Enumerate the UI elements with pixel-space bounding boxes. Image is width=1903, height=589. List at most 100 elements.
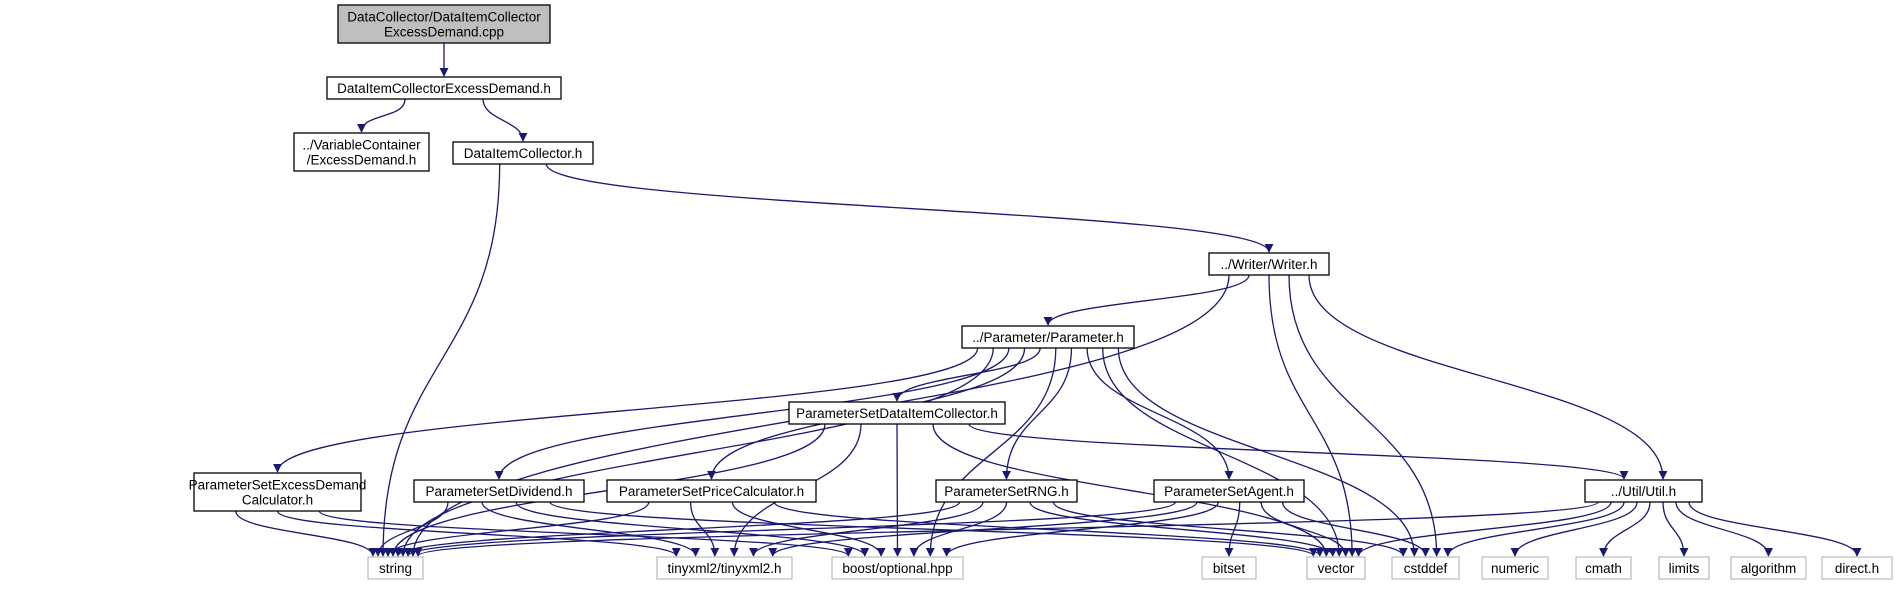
edge-psagent-to-cstddef bbox=[1281, 501, 1430, 557]
edge-param-to-vector bbox=[1102, 347, 1344, 557]
node-box bbox=[1584, 479, 1703, 503]
edge-writer-to-vector bbox=[1268, 274, 1357, 557]
edge-param-to-psdic bbox=[892, 347, 1041, 402]
node-tinyxml[interactable]: tinyxml2/tinyxml2.h bbox=[656, 556, 793, 580]
node-dice-h[interactable]: DataItemCollectorExcessDemand.h bbox=[326, 76, 562, 100]
node-box bbox=[656, 556, 793, 580]
edge-psagent-to-string bbox=[403, 501, 1177, 557]
node-util[interactable]: ../Util/Util.h bbox=[1584, 479, 1703, 503]
node-label: DataItemCollectorExcessDemand.h bbox=[337, 81, 551, 96]
node-bitset[interactable]: bitset bbox=[1201, 556, 1257, 580]
edge-writer-to-util bbox=[1308, 274, 1668, 480]
node-label: ../Writer/Writer.h bbox=[1220, 257, 1317, 272]
edge-psrng-to-vector bbox=[1029, 501, 1338, 557]
node-cmath[interactable]: cmath bbox=[1575, 556, 1632, 580]
node-limits[interactable]: limits bbox=[1658, 556, 1710, 580]
node-pspc[interactable]: ParameterSetPriceCalculator.h bbox=[606, 479, 817, 503]
node-box bbox=[1481, 556, 1549, 580]
edge-psdiv-to-string bbox=[373, 501, 449, 557]
node-box bbox=[367, 556, 424, 580]
edge-psrng-to-tinyxml bbox=[748, 501, 984, 557]
node-box bbox=[193, 472, 362, 512]
edge-psrng-to-string bbox=[393, 501, 961, 557]
edge-util-to-direct bbox=[1688, 501, 1862, 557]
node-cstddef[interactable]: cstddef bbox=[1391, 556, 1460, 580]
edge-psdic-to-util bbox=[968, 423, 1629, 480]
node-direct[interactable]: direct.h bbox=[1821, 556, 1893, 580]
edge-psdiv-to-vector bbox=[549, 501, 1318, 557]
node-box bbox=[1730, 556, 1807, 580]
node-vector[interactable]: vector bbox=[1306, 556, 1366, 580]
edge-psed-to-optional bbox=[318, 510, 853, 557]
edge-dice-h-to-vc-ed bbox=[357, 98, 406, 133]
node-box bbox=[1306, 556, 1366, 580]
node-psdiv[interactable]: ParameterSetDividend.h bbox=[413, 479, 585, 503]
node-label: algorithm bbox=[1741, 561, 1797, 576]
node-box bbox=[452, 141, 594, 165]
node-string[interactable]: string bbox=[367, 556, 424, 580]
node-root[interactable]: DataCollector/DataItemCollectorExcessDem… bbox=[337, 4, 551, 44]
node-label: ../Parameter/Parameter.h bbox=[972, 330, 1124, 345]
edges-layer bbox=[235, 43, 1862, 557]
node-label: ParameterSetDividend.h bbox=[425, 484, 572, 499]
node-label: ParameterSetExcessDemand bbox=[189, 478, 367, 493]
node-box bbox=[1201, 556, 1257, 580]
edge-psagent-to-tinyxml bbox=[768, 501, 1198, 557]
node-psagent[interactable]: ParameterSetAgent.h bbox=[1153, 479, 1305, 503]
node-label: vector bbox=[1318, 561, 1355, 576]
node-optional[interactable]: boost/optional.hpp bbox=[831, 556, 964, 580]
edge-dic-h-to-string bbox=[378, 163, 501, 557]
node-label: Calculator.h bbox=[242, 493, 313, 508]
node-box bbox=[1658, 556, 1710, 580]
node-psrng[interactable]: ParameterSetRNG.h bbox=[935, 479, 1078, 503]
node-label: bitset bbox=[1213, 561, 1246, 576]
edge-util-to-numeric bbox=[1510, 501, 1638, 557]
node-label: DataCollector/DataItemCollector bbox=[347, 10, 541, 25]
node-algorithm[interactable]: algorithm bbox=[1730, 556, 1807, 580]
edge-psagent-to-optional bbox=[942, 501, 1219, 557]
node-box bbox=[831, 556, 964, 580]
edge-psdic-to-optional bbox=[892, 423, 902, 557]
node-box bbox=[1821, 556, 1893, 580]
node-label: numeric bbox=[1491, 561, 1539, 576]
node-box bbox=[788, 401, 1006, 425]
node-label: cmath bbox=[1585, 561, 1622, 576]
edge-psdic-to-vector bbox=[932, 423, 1331, 557]
node-box bbox=[606, 479, 817, 503]
node-label: ../VariableContainer bbox=[302, 138, 421, 153]
edge-util-to-algorithm bbox=[1675, 501, 1773, 557]
node-numeric[interactable]: numeric bbox=[1481, 556, 1549, 580]
node-box bbox=[961, 325, 1135, 349]
edge-param-to-cstddef bbox=[1117, 347, 1419, 557]
node-box bbox=[1153, 479, 1305, 503]
edge-psagent-to-bitset bbox=[1224, 501, 1241, 557]
node-param[interactable]: ../Parameter/Parameter.h bbox=[961, 325, 1135, 349]
node-box bbox=[935, 479, 1078, 503]
edge-util-to-limits bbox=[1662, 501, 1689, 557]
node-label: string bbox=[379, 561, 412, 576]
edge-writer-to-param bbox=[1043, 274, 1250, 326]
edge-psrng-to-cstddef bbox=[1052, 501, 1408, 557]
edge-pspc-to-string bbox=[383, 501, 650, 557]
node-label: limits bbox=[1669, 561, 1700, 576]
edge-util-to-vector bbox=[1354, 501, 1612, 557]
node-label: DataItemCollector.h bbox=[464, 146, 583, 161]
node-label: cstddef bbox=[1404, 561, 1448, 576]
node-label: ParameterSetAgent.h bbox=[1164, 484, 1294, 499]
edge-param-to-psrng bbox=[1002, 347, 1073, 480]
node-psdic[interactable]: ParameterSetDataItemCollector.h bbox=[788, 401, 1006, 425]
edge-param-to-psagent bbox=[1086, 347, 1234, 480]
node-vc-ed[interactable]: ../VariableContainer/ExcessDemand.h bbox=[293, 132, 430, 172]
node-box bbox=[1208, 252, 1330, 276]
node-dic-h[interactable]: DataItemCollector.h bbox=[452, 141, 594, 165]
node-box bbox=[326, 76, 562, 100]
node-writer[interactable]: ../Writer/Writer.h bbox=[1208, 252, 1330, 276]
edge-util-to-cstddef bbox=[1443, 501, 1625, 557]
edge-psed-to-string bbox=[235, 510, 378, 557]
node-label: direct.h bbox=[1835, 561, 1879, 576]
edge-writer-to-cstddef bbox=[1288, 274, 1442, 557]
edge-psagent-to-vector bbox=[1260, 501, 1351, 557]
edge-psrng-to-optional bbox=[909, 501, 1008, 557]
